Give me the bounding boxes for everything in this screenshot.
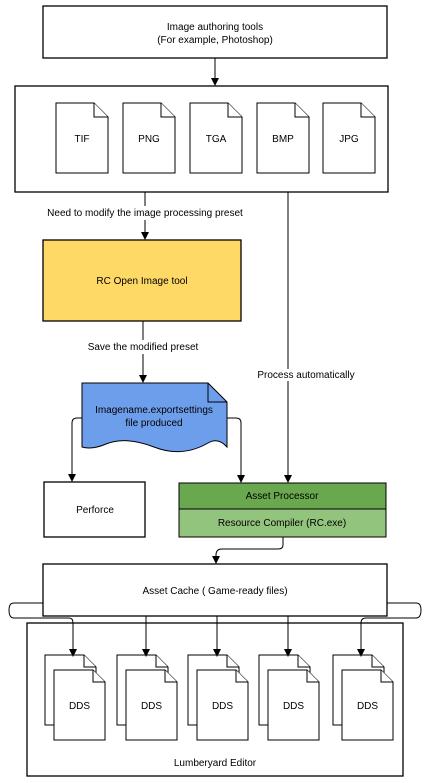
format-doc-jpg-label: JPG — [339, 134, 359, 145]
format-doc-tga-label: TGA — [206, 134, 227, 145]
format-doc-bmp-4: BMP — [256, 102, 310, 174]
edge-settings-to-perforce — [68, 417, 82, 482]
edge-label-save-preset: Save the modified preset — [88, 342, 199, 353]
authoring-title: Image authoring tools — [167, 22, 263, 33]
dds-front-label: DDS — [141, 701, 162, 712]
edge-cache-to-dds-1 — [8, 602, 77, 657]
edges: Need to modify the image processing pres… — [8, 58, 422, 657]
dds-front-1: DDS — [53, 669, 106, 741]
format-doc-tif-1: TIF — [55, 102, 109, 174]
dds-stack-3: DDS — [187, 654, 249, 741]
asset-cache-label: Asset Cache ( Game-ready files) — [142, 586, 287, 597]
dds-stack-1: DDS — [44, 654, 106, 741]
format-doc-png-label: PNG — [138, 134, 160, 145]
format-doc-bmp-label: BMP — [272, 134, 294, 145]
dds-front-label: DDS — [357, 701, 378, 712]
format-documents: TIF PNG TGA BMP JPG — [55, 102, 376, 174]
image-authoring-tools-node: Image authoring tools (For example, Phot… — [42, 5, 388, 59]
perforce-node: Perforce — [43, 481, 146, 538]
dds-stack-5: DDS — [332, 654, 394, 741]
lumberyard-editor-label: Lumberyard Editor — [174, 758, 257, 769]
dds-front-1: DDS — [125, 669, 178, 741]
exportsettings-file-node: Imagename.exportsettings file produced — [81, 382, 228, 453]
dds-documents: DDS DDS DDS DDS DDS — [44, 654, 394, 741]
dds-front-1: DDS — [267, 669, 320, 741]
perforce-label: Perforce — [76, 505, 114, 516]
format-doc-tif-label: TIF — [75, 134, 90, 145]
exportsettings-desc: file produced — [125, 418, 182, 429]
asset-processor-label: Asset Processor — [246, 491, 319, 502]
edge-label-process-auto: Process automatically — [257, 370, 354, 381]
edge-settings-to-asset-processor — [227, 417, 245, 483]
asset-cache-node: Asset Cache ( Game-ready files) — [42, 563, 388, 617]
edge-compiler-to-cache — [212, 537, 284, 564]
resource-compiler-node: Resource Compiler (RC.exe) — [178, 508, 387, 538]
authoring-subtitle: (For example, Photoshop) — [157, 35, 273, 46]
edge-label-modify-preset: Need to modify the image processing pres… — [47, 208, 243, 219]
format-doc-tga-3: TGA — [189, 102, 243, 174]
exportsettings-filename: Imagename.exportsettings — [95, 405, 213, 416]
rc-open-image-tool-node: RC Open Image tool — [42, 239, 242, 322]
resource-compiler-label: Resource Compiler (RC.exe) — [218, 518, 346, 529]
dds-stack-2: DDS — [116, 654, 178, 741]
dds-front-1: DDS — [341, 669, 394, 741]
edge-cache-to-dds-5 — [357, 602, 422, 657]
dds-front-label: DDS — [69, 701, 90, 712]
dds-front-1: DDS — [196, 669, 249, 741]
format-doc-png-2: PNG — [122, 102, 176, 174]
format-doc-jpg-5: JPG — [322, 102, 376, 174]
dds-front-label: DDS — [283, 701, 304, 712]
asset-processor-node: Asset Processor — [178, 482, 387, 510]
dds-front-label: DDS — [212, 701, 233, 712]
dds-stack-4: DDS — [258, 654, 320, 741]
rc-open-image-tool-label: RC Open Image tool — [96, 276, 187, 287]
